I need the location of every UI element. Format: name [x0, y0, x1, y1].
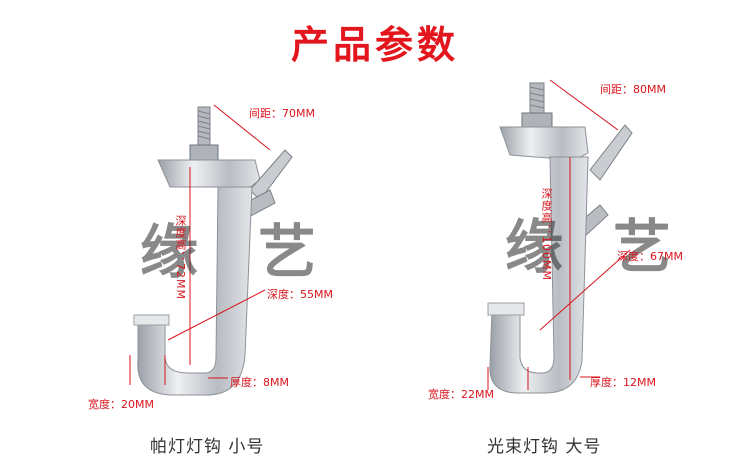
- watermark-right: 缘艺: [505, 213, 722, 281]
- small-hook-caption: 帕灯灯钩 小号: [150, 437, 265, 457]
- small-spacing-label: 间距：70MM: [249, 107, 315, 120]
- large-depth-label: 深度：67MM: [617, 250, 683, 263]
- watermark-left: 缘艺: [140, 218, 377, 286]
- large-width-label: 宽度：22MM: [428, 388, 494, 401]
- large-depth-height-label: 深度高：100MM: [540, 188, 553, 281]
- page-title: 产品参数: [290, 23, 459, 67]
- large-hook-caption: 光束灯钩 大号: [487, 437, 602, 457]
- small-hook-image: [129, 104, 293, 396]
- small-depth-height-label: 深度高：72MM: [174, 215, 187, 300]
- large-spacing-label: 间距：80MM: [600, 83, 666, 96]
- small-depth-label: 深度：55MM: [267, 288, 333, 301]
- large-hook-image: [487, 79, 633, 394]
- large-thickness-label: 厚度：12MM: [590, 376, 656, 389]
- small-thickness-label: 厚度：8MM: [230, 376, 289, 389]
- small-width-label: 宽度：20MM: [88, 398, 154, 411]
